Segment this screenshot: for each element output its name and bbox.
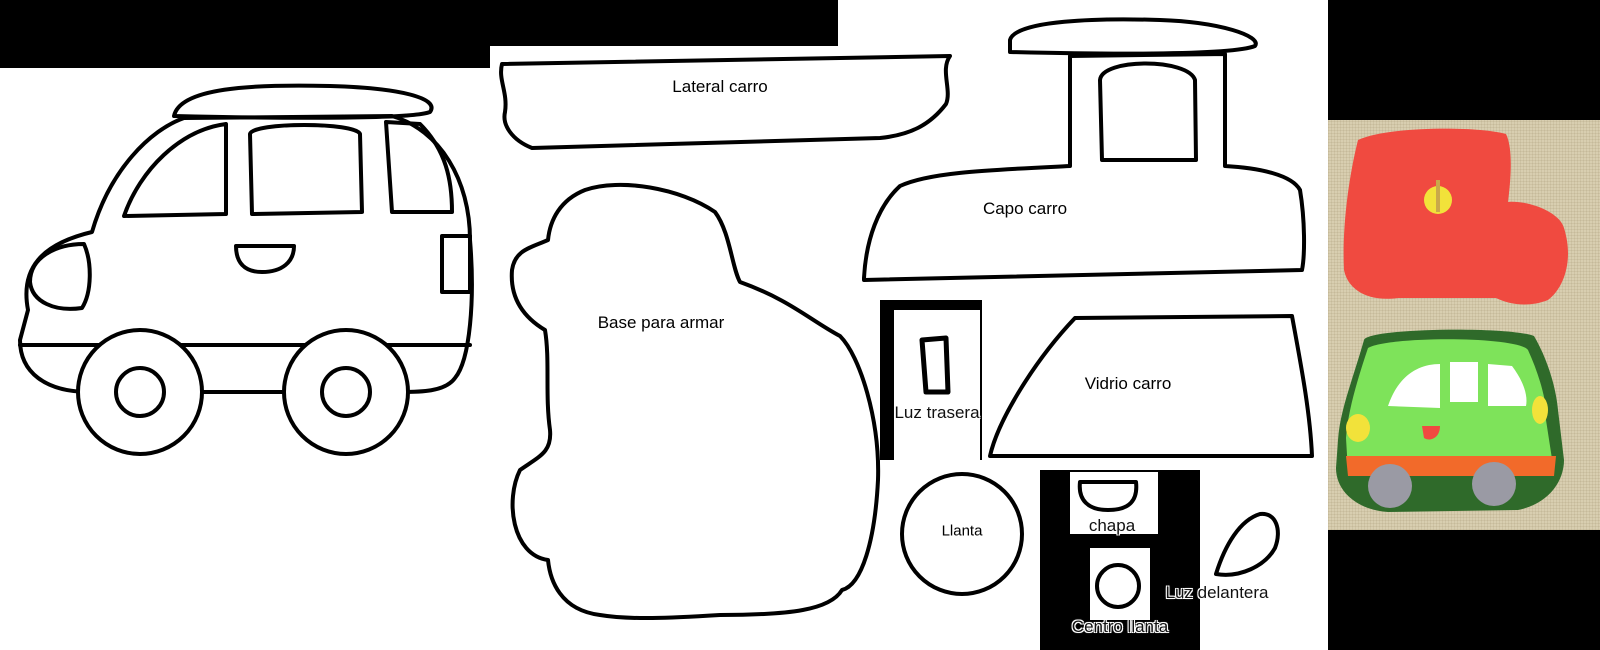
label-vidrio-carro: Vidrio carro xyxy=(1084,374,1172,393)
lateral-carro-shape xyxy=(499,54,952,150)
label-lateral-carro: Lateral carro xyxy=(672,77,768,96)
chapa-shape xyxy=(1077,480,1139,512)
red-foam-car xyxy=(1343,128,1569,305)
label-capo-carro: Capo carro xyxy=(982,199,1068,218)
finished-cars-illustration xyxy=(1336,128,1569,512)
vidrio-carro-shape xyxy=(988,314,1314,458)
vidrio-panel xyxy=(982,300,1328,470)
llanta-shape xyxy=(900,472,1024,596)
label-centro-llanta: Centro llanta xyxy=(1071,617,1169,636)
green-foam-car xyxy=(1336,329,1564,512)
label-luz-trasera: Luz trasera xyxy=(894,403,980,422)
label-chapa: chapa xyxy=(1088,516,1136,535)
base-para-armar-shape xyxy=(509,183,881,621)
label-luz-delantera: Luz delantera xyxy=(1165,583,1269,602)
finished-cars-photo xyxy=(1328,120,1600,530)
centro-llanta-shape xyxy=(1095,563,1141,609)
capo-carro-shape xyxy=(862,17,1307,282)
car-outline-drawing xyxy=(18,83,474,456)
label-llanta: Llanta xyxy=(941,522,983,540)
car-outline-panel xyxy=(0,68,490,650)
luz-trasera-panel xyxy=(894,310,980,460)
luz-delantera-shape xyxy=(1214,511,1280,577)
label-base-para-armar: Base para armar xyxy=(597,313,725,332)
luz-trasera-shape xyxy=(919,335,951,395)
